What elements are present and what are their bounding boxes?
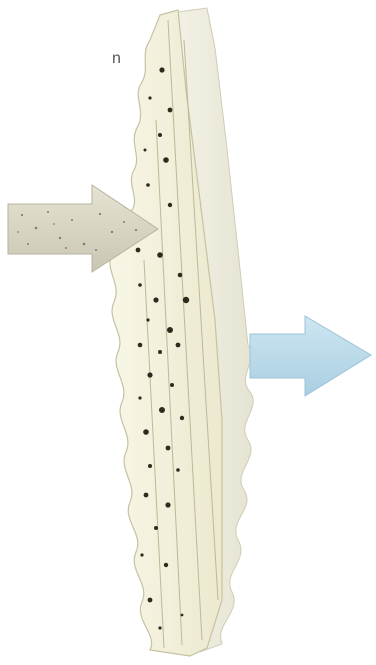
outlet-arrow-icon bbox=[250, 316, 371, 396]
